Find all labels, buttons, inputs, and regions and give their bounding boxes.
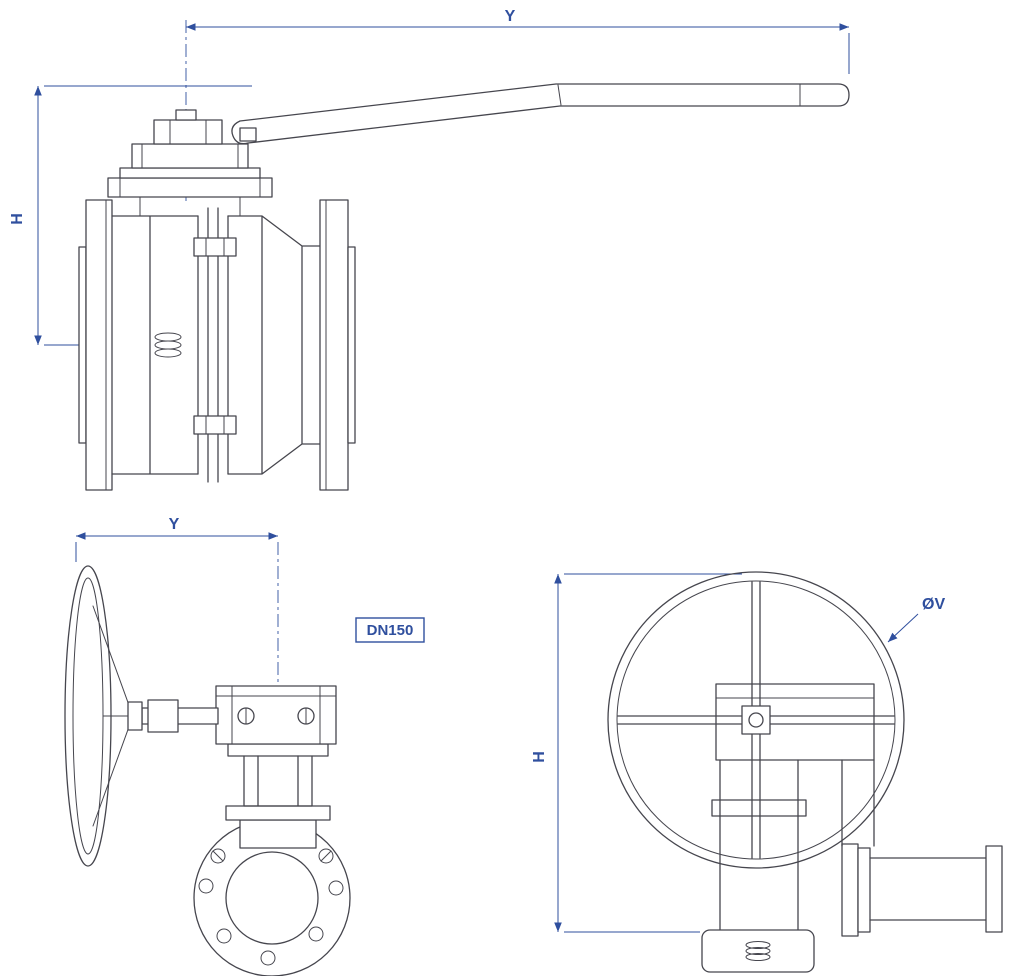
handle-stop-tab <box>239 127 257 142</box>
dim-h-label: H <box>531 751 548 763</box>
dimension-y-top: Y <box>186 8 850 74</box>
view-side-gear-valve: Y <box>64 516 425 976</box>
dn-size-label: DN150 <box>367 622 414 639</box>
handwheel <box>64 565 143 867</box>
gearbox <box>715 683 875 847</box>
wheel-diameter-callout: ØV <box>887 596 945 643</box>
lever-handle <box>231 83 850 145</box>
dimension-h-bottom-right: H <box>531 573 742 933</box>
pipe-flange-right <box>841 843 1003 937</box>
dn-size-box <box>355 617 425 643</box>
dim-y-label: Y <box>505 8 516 25</box>
spring-washer-symbol <box>745 941 771 961</box>
wheel-shaft <box>141 699 219 733</box>
dim-h-label: H <box>9 213 26 225</box>
wheel-diameter-label: ØV <box>922 596 945 613</box>
spring-washer-symbol <box>154 332 182 358</box>
gearbox <box>215 685 337 745</box>
gearbox-bracket <box>227 743 329 807</box>
wheel-hub <box>741 705 771 735</box>
valve-body <box>78 199 356 491</box>
dn-size-callout: DN150 <box>355 617 425 643</box>
dimension-h-top: H <box>9 85 252 346</box>
valve-topworks <box>107 109 273 217</box>
view-front-gear-valve: H <box>531 571 1003 973</box>
handwheel <box>607 571 905 869</box>
dimension-y-bottom-left: Y <box>75 516 279 695</box>
valve-body <box>701 759 815 973</box>
view-side-lever-valve: Y H <box>9 8 850 491</box>
dim-y-label: Y <box>169 516 180 533</box>
valve-body <box>225 805 331 849</box>
